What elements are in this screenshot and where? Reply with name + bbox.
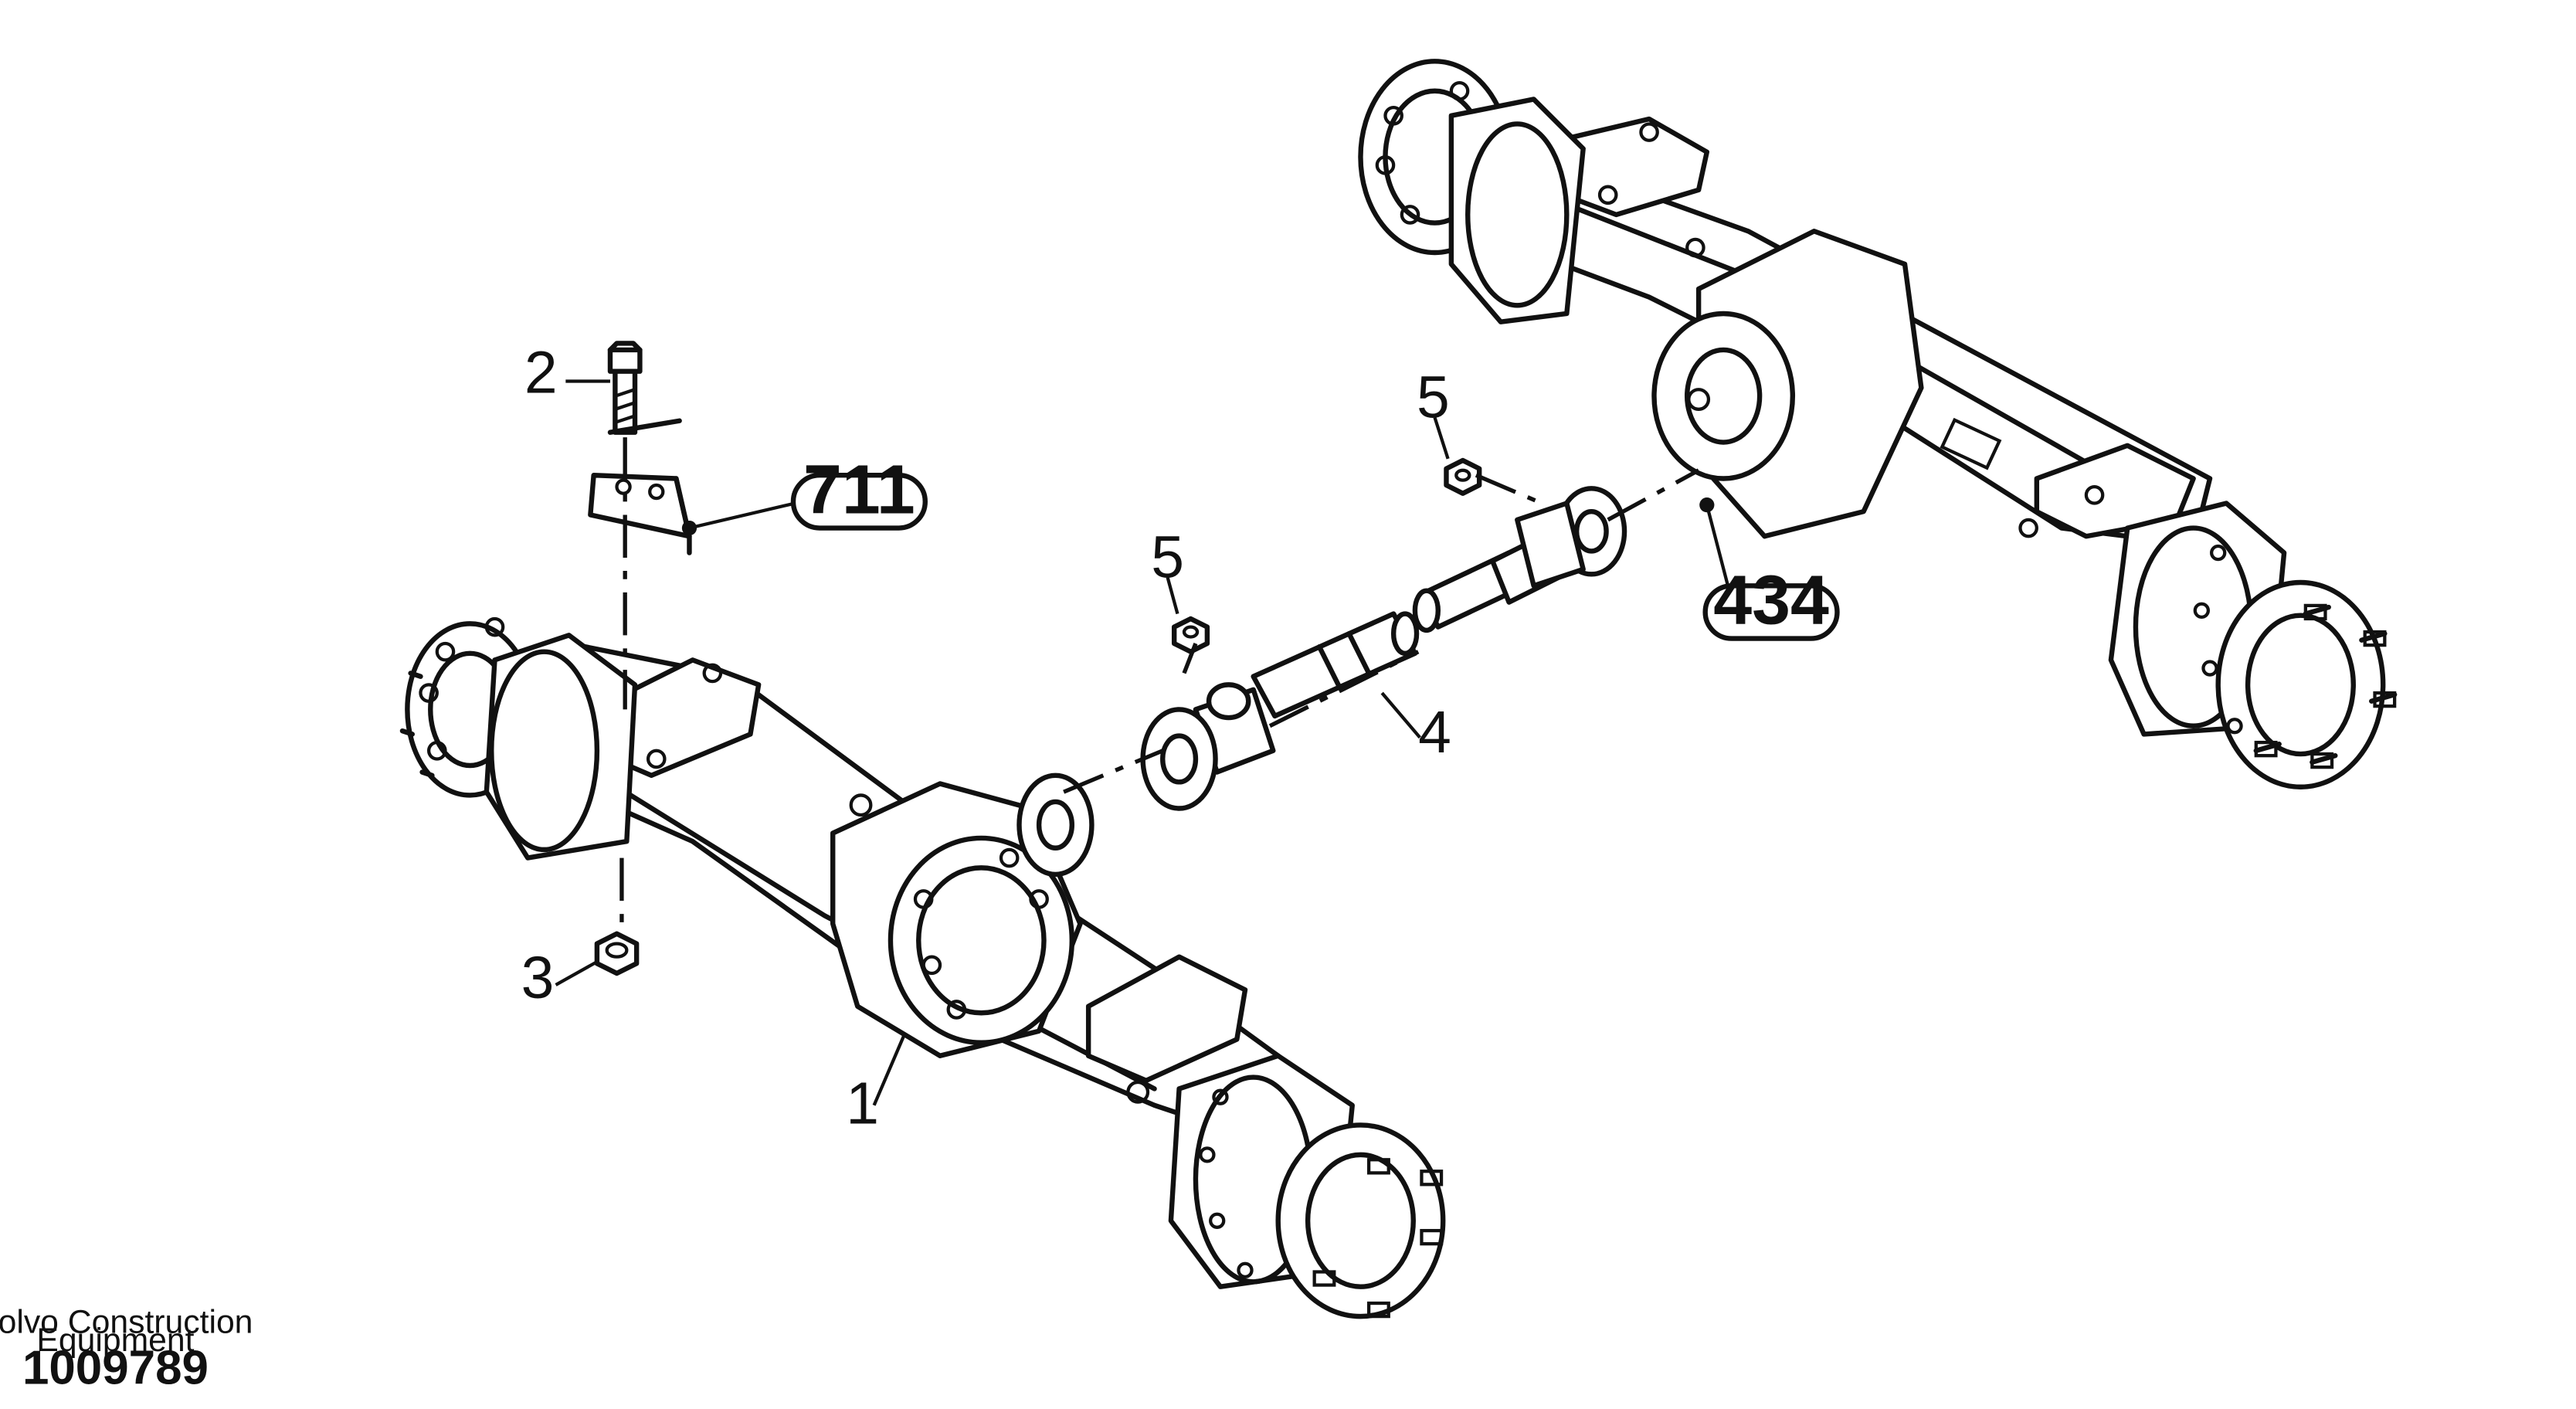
front-axle — [399, 616, 1446, 1319]
nut-3 — [594, 931, 640, 976]
drive-shaft — [1140, 486, 1627, 811]
leader-lines — [555, 379, 1730, 1106]
nut-5-rear — [1444, 457, 1482, 496]
callout-5-rear: 5 — [1417, 364, 1450, 430]
reference-434[interactable]: 434 — [1702, 562, 1840, 641]
company-name-line1: Volvo Construction — [0, 1303, 253, 1340]
reference-711-label: 711 — [803, 451, 915, 528]
rear-axle — [1358, 59, 2398, 789]
callout-1: 1 — [846, 1070, 879, 1136]
bolt-2 — [607, 341, 643, 435]
company-name-line2: Equipment — [36, 1322, 194, 1359]
drawing-number: 1009789 — [22, 1342, 209, 1395]
callout-3: 3 — [521, 945, 555, 1011]
callout-2: 2 — [524, 339, 558, 406]
reference-711[interactable]: 711 — [790, 451, 928, 531]
nut-5-front — [1171, 616, 1210, 654]
assembly-lines — [619, 437, 1700, 932]
callout-4: 4 — [1418, 699, 1451, 766]
reference-434-label: 434 — [1713, 562, 1829, 639]
callout-5-front: 5 — [1151, 525, 1184, 591]
mounting-plate — [588, 418, 692, 555]
